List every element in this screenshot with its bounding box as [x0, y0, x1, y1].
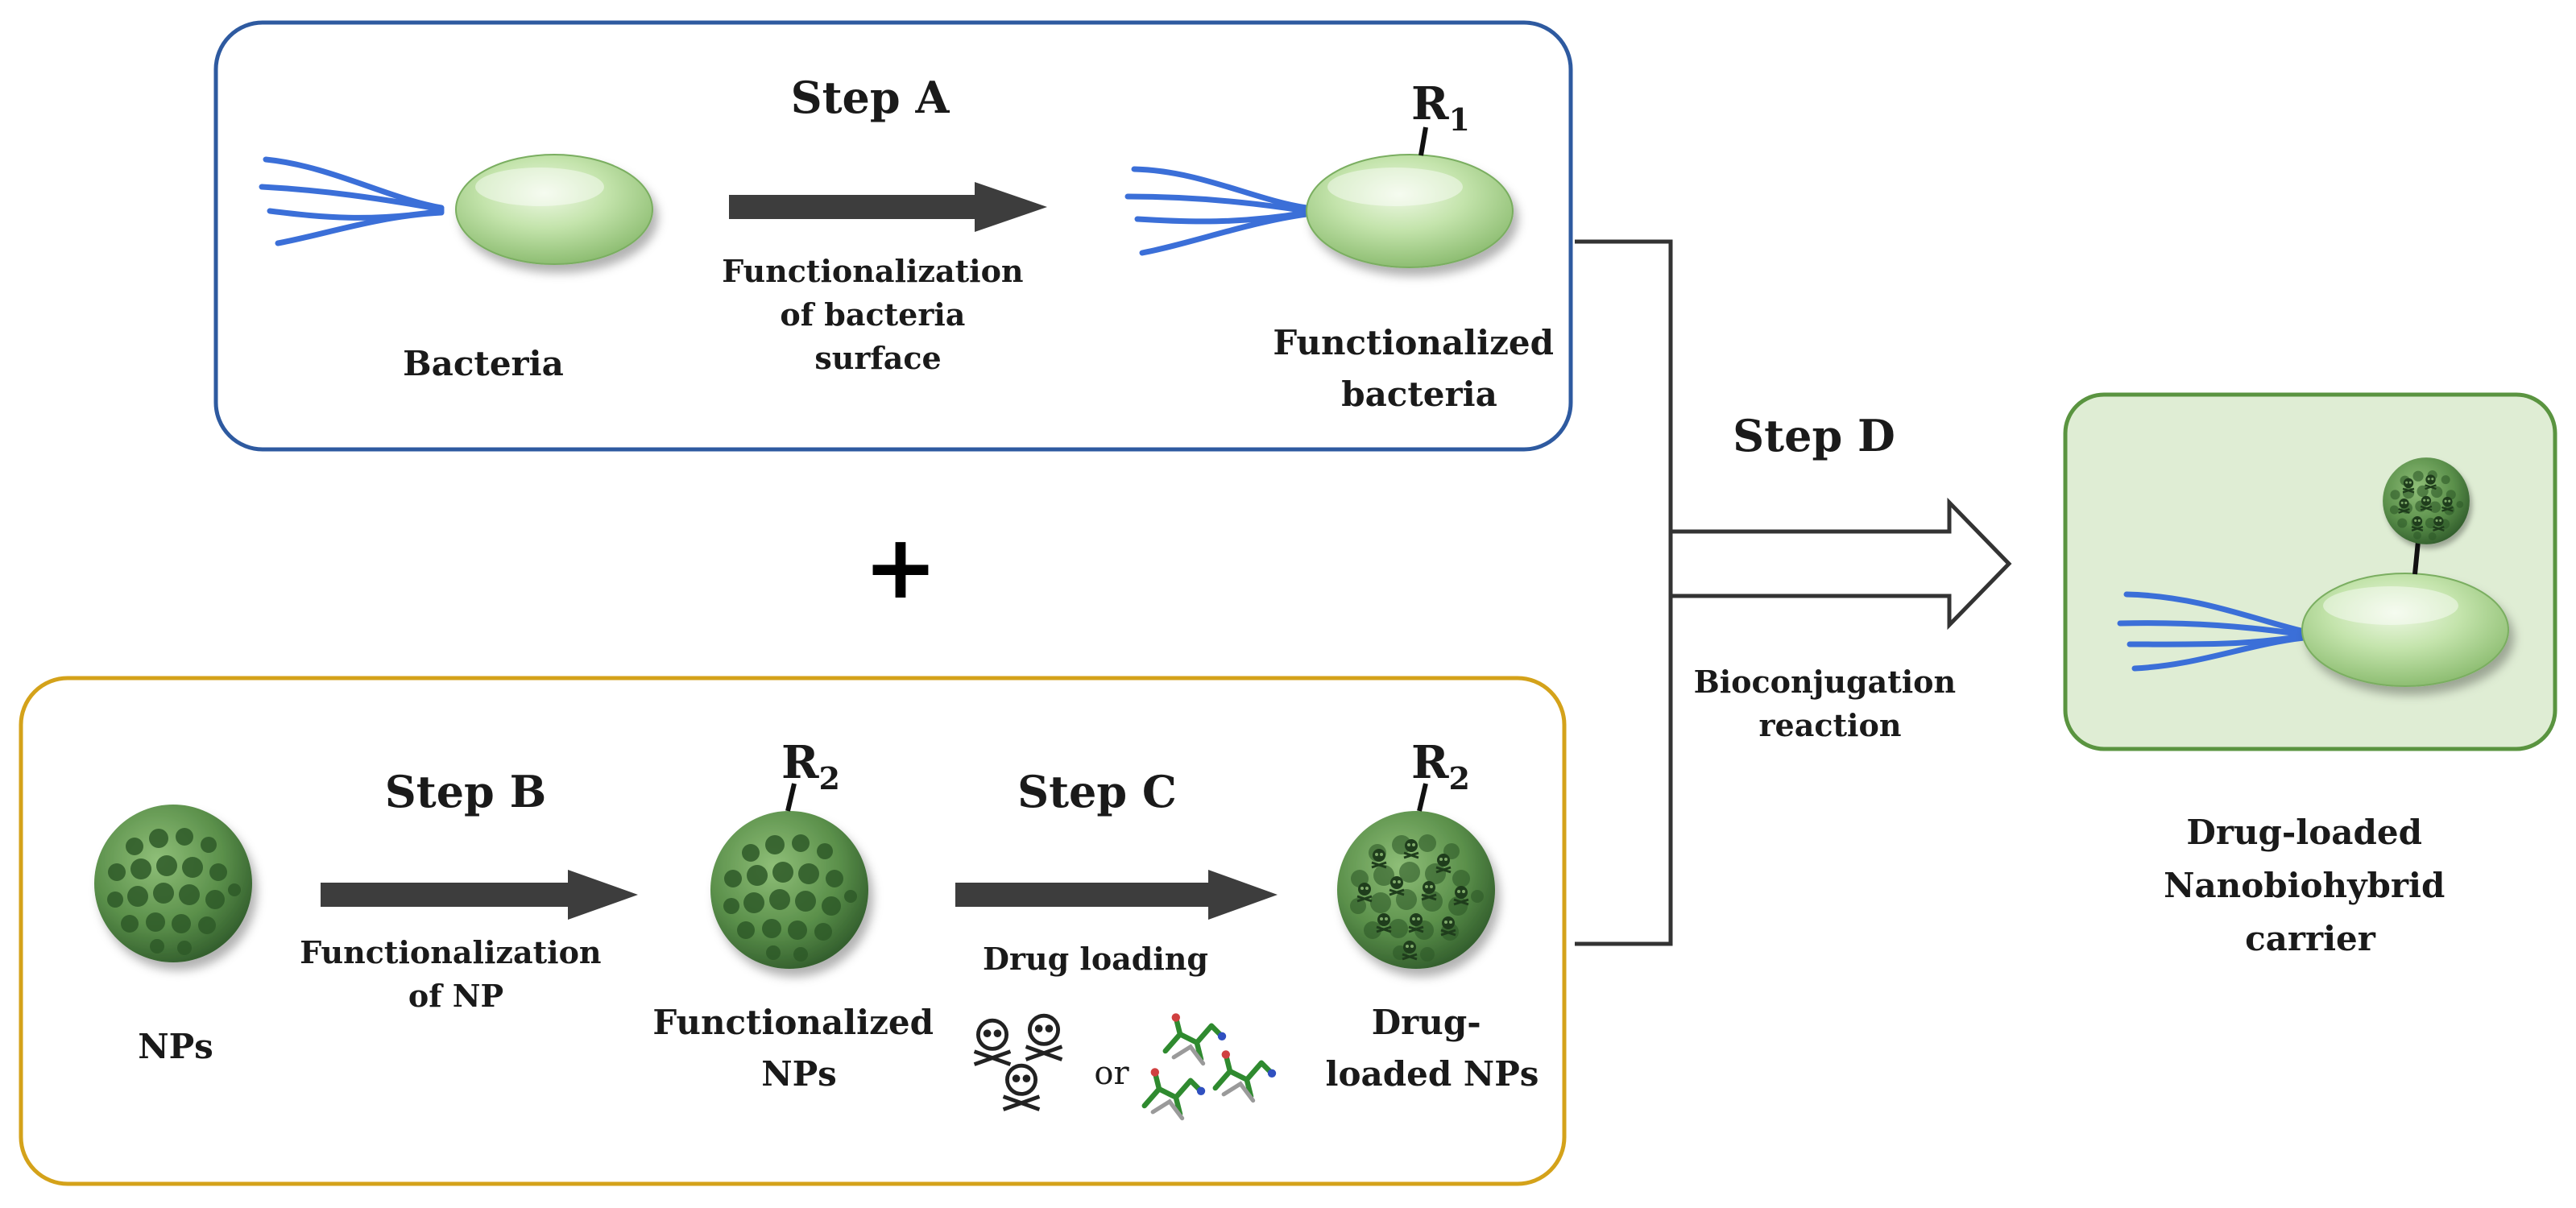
nps-label: NPs — [138, 1027, 213, 1066]
functionalized-bacteria-label: Functionalized bacteria — [1273, 323, 1565, 414]
step-a-caption: Functionalization of bacteria surface — [722, 253, 1034, 376]
step-d-label: Step D — [1733, 410, 1895, 461]
step-c-arrow — [955, 870, 1278, 920]
step-d-caption: Bioconjugation reaction — [1694, 664, 1967, 743]
functionalized-nps-label: Functionalized NPs — [652, 1003, 945, 1094]
r2-drug-loaded-group-label: R2 — [1411, 736, 1470, 796]
result-label: Drug-loaded Nanobiohybrid carrier — [2164, 813, 2457, 958]
bacteria-icon — [259, 154, 653, 265]
step-c-caption: Drug loading — [983, 941, 1208, 977]
step-c-label: Step C — [1017, 766, 1177, 817]
result-panel — [2063, 392, 2557, 751]
step-a-arrow — [729, 182, 1047, 232]
step-d-arrow — [1668, 497, 2012, 631]
step-b-caption: Functionalization of NP — [300, 934, 612, 1014]
step-d-connector — [1575, 239, 1673, 946]
or-label: or — [1094, 1055, 1129, 1092]
functionalized-nanoparticle-icon — [710, 783, 868, 969]
panel-b: NPs Step B Functionalization of NP R2 Fu… — [19, 676, 1567, 1186]
nanoparticle-icon — [94, 805, 252, 962]
bacteria-label: Bacteria — [403, 344, 564, 383]
nanobiohybrid-icon — [2117, 457, 2509, 687]
r2-group-label: R2 — [781, 736, 840, 796]
functionalized-bacteria-icon — [1124, 126, 1514, 268]
panel-a-border — [213, 20, 1573, 452]
r1-group-label: R1 — [1411, 77, 1470, 138]
drug-loaded-nps-label: Drug- loaded NPs — [1326, 1003, 1539, 1094]
step-b-arrow — [321, 870, 638, 920]
result-panel-border — [2063, 392, 2557, 751]
plus-sign: + — [863, 515, 938, 618]
drug-loaded-nanoparticle-icon — [1337, 783, 1495, 969]
step-a-label: Step A — [791, 72, 950, 123]
step-b-label: Step B — [385, 766, 547, 817]
panel-a: Bacteria Step A Functionalization of bac… — [213, 20, 1573, 452]
